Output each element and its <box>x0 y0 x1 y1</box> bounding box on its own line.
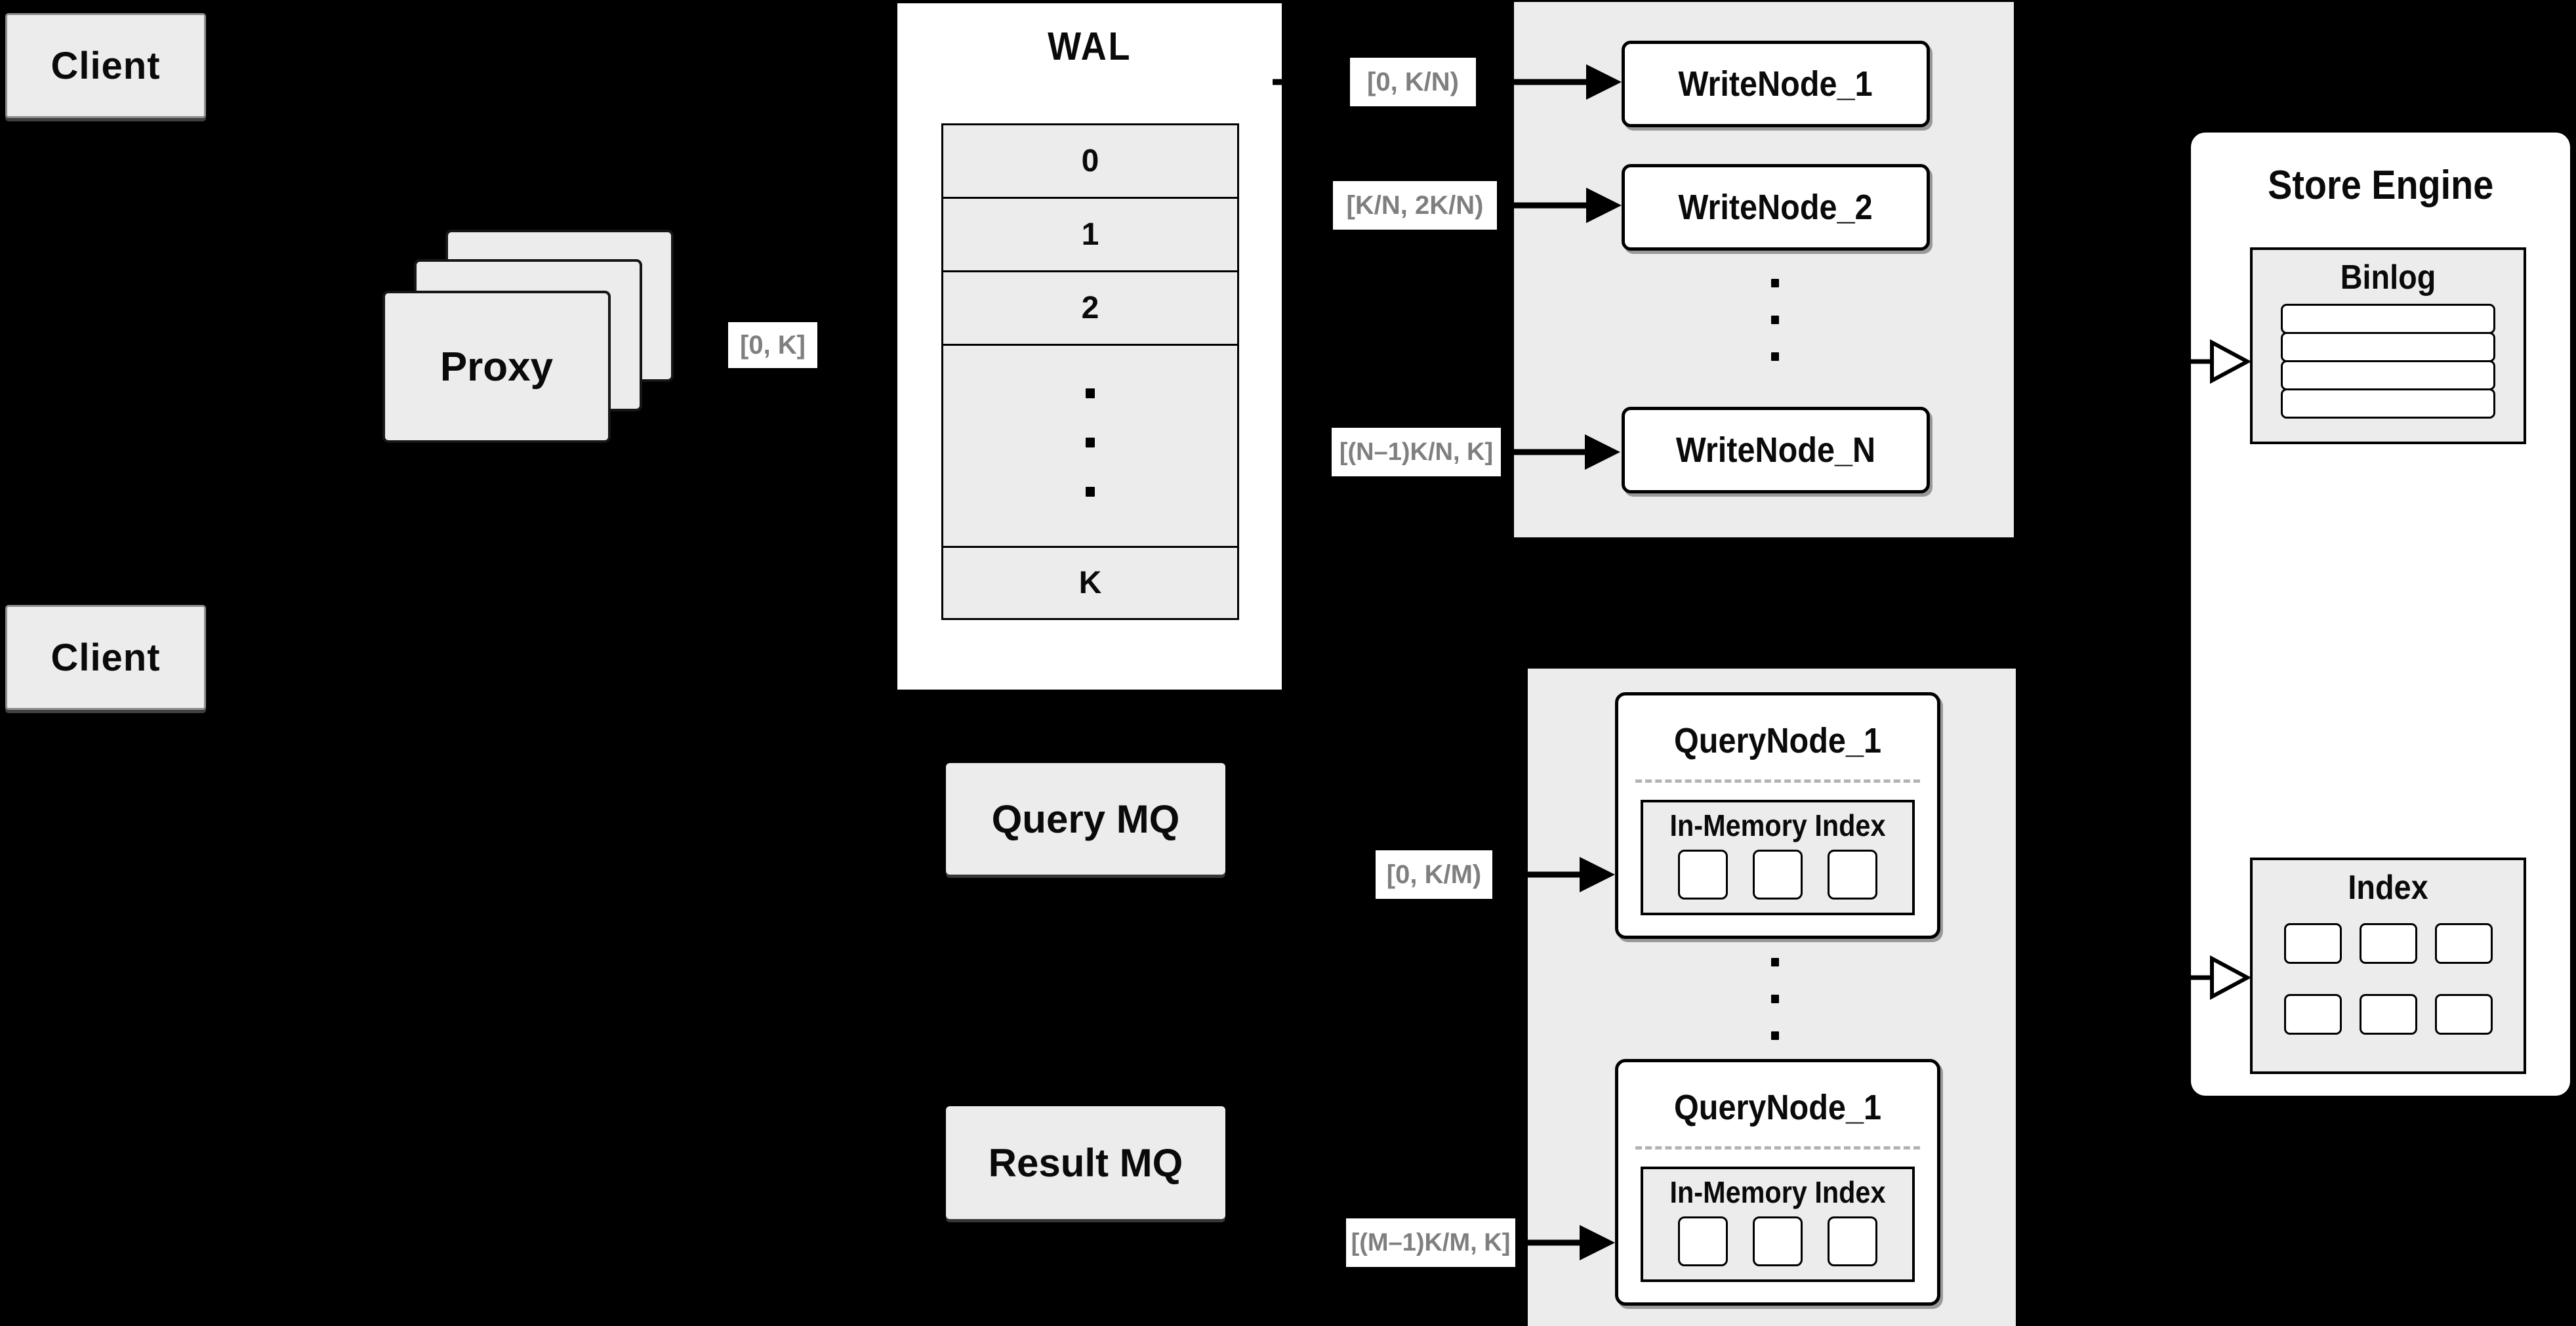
wal-row-1-label: 1 <box>1081 217 1099 252</box>
index-title: Index <box>2348 869 2428 907</box>
query-node-top-title: QueryNode_1 <box>1673 721 1882 760</box>
segment-cell <box>1828 850 1877 900</box>
write-node-2: WriteNode_2 <box>1622 164 1930 251</box>
wal-title-row: WAL <box>897 3 1282 89</box>
wal-row-0-label: 0 <box>1081 144 1099 178</box>
index-cell <box>2283 923 2342 964</box>
binlog-bar <box>2281 360 2495 390</box>
binlog-bar <box>2281 388 2495 419</box>
client-bottom-label: Client <box>51 636 161 679</box>
query-node-bottom-divider <box>1635 1146 1920 1150</box>
range-label-proxy-out: [0, K] <box>728 322 817 368</box>
wal-row-1: 1 <box>941 197 1239 272</box>
query-node-ellipsis-dots <box>1771 958 1779 1040</box>
wal-row-2-label: 2 <box>1081 291 1099 325</box>
client-box-top: Client <box>5 13 206 118</box>
write-node-n: WriteNode_N <box>1622 407 1930 493</box>
segment-cell <box>1753 1216 1803 1266</box>
in-memory-index-top-title: In-Memory Index <box>1669 808 1886 842</box>
wal-ellipsis-dots <box>1086 388 1095 497</box>
query-node-bottom-title: QueryNode_1 <box>1673 1088 1882 1127</box>
query-node-top: QueryNode_1 In-Memory Index <box>1615 692 1940 939</box>
wal-title: WAL <box>1047 24 1132 68</box>
range-label-write-2: [K/N, 2K/N) <box>1333 181 1497 230</box>
client-top-label: Client <box>51 44 161 87</box>
in-memory-index-bottom-title: In-Memory Index <box>1669 1175 1886 1209</box>
wal-panel: WAL 0 1 2 K <box>897 3 1282 690</box>
store-engine-title-row: Store Engine <box>2191 133 2570 238</box>
index-cells-row-1 <box>2253 923 2524 964</box>
range-label-write-1: [0, K/N) <box>1350 58 1476 106</box>
index-box: Index <box>2250 858 2526 1074</box>
range-label-write-n: [(N–1)K/N, K] <box>1332 428 1501 476</box>
query-mq-box: Query MQ <box>946 763 1225 875</box>
store-engine-title: Store Engine <box>2267 162 2494 208</box>
in-memory-segments-top <box>1643 850 1912 900</box>
query-node-top-divider <box>1635 779 1920 783</box>
binlog-bar <box>2281 332 2495 362</box>
in-memory-segments-bottom <box>1643 1216 1912 1266</box>
segment-cell <box>1678 1216 1728 1266</box>
in-memory-index-box-top: In-Memory Index <box>1641 800 1915 915</box>
in-memory-index-box-bottom: In-Memory Index <box>1641 1167 1915 1282</box>
index-cell <box>2359 923 2417 964</box>
write-node-ellipsis-dots <box>1771 279 1779 361</box>
segment-cell <box>1753 850 1803 900</box>
wal-segment-table: 0 1 2 K <box>941 123 1239 620</box>
wal-row-k-label: K <box>1078 566 1102 600</box>
index-cell <box>2434 994 2493 1035</box>
write-node-n-label: WriteNode_N <box>1675 430 1876 470</box>
wal-row-ellipsis <box>941 344 1239 548</box>
segment-cell <box>1828 1216 1877 1266</box>
write-node-2-label: WriteNode_2 <box>1678 188 1873 227</box>
query-mq-label: Query MQ <box>991 797 1180 841</box>
wal-row-0: 0 <box>941 123 1239 199</box>
proxy-label: Proxy <box>440 344 554 390</box>
binlog-box: Binlog <box>2250 247 2526 444</box>
wal-row-k: K <box>941 546 1239 620</box>
index-cell <box>2359 994 2417 1035</box>
wal-row-2: 2 <box>941 270 1239 346</box>
query-node-bottom: QueryNode_1 In-Memory Index <box>1615 1059 1940 1306</box>
result-mq-label: Result MQ <box>988 1140 1183 1185</box>
result-mq-box: Result MQ <box>946 1106 1225 1219</box>
write-node-1-label: WriteNode_1 <box>1678 64 1873 104</box>
binlog-title: Binlog <box>2340 259 2436 297</box>
binlog-bar <box>2281 304 2495 334</box>
segment-cell <box>1678 850 1728 900</box>
range-label-query-bottom: [(M–1)K/M, K] <box>1346 1218 1515 1267</box>
index-cells-row-2 <box>2253 994 2524 1035</box>
proxy-card-front: Proxy <box>382 291 611 443</box>
index-cell <box>2434 923 2493 964</box>
write-node-1: WriteNode_1 <box>1622 41 1930 127</box>
client-box-bottom: Client <box>5 605 206 710</box>
store-engine-panel: Store Engine Binlog Index <box>2191 133 2570 1096</box>
index-cell <box>2283 994 2342 1035</box>
range-label-query-top: [0, K/M) <box>1376 850 1492 899</box>
